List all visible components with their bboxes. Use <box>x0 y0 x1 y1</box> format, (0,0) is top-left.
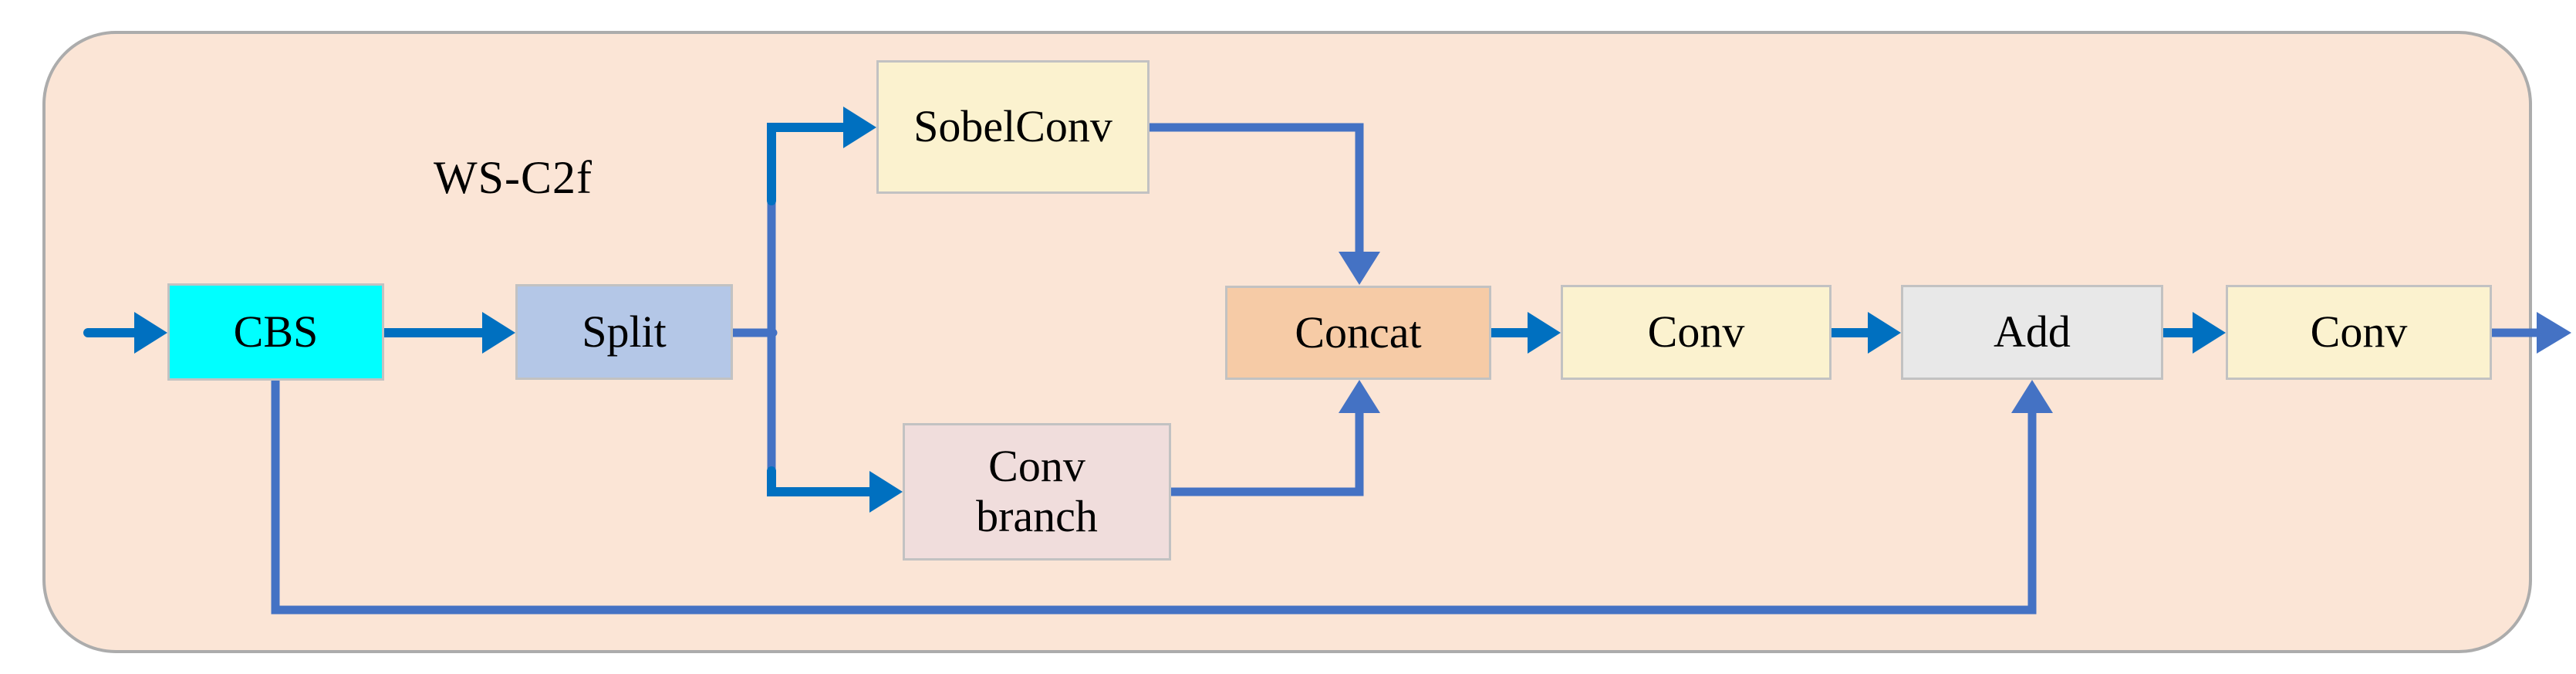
node-add: Add <box>1901 285 2163 380</box>
node-cbs: CBS <box>167 283 384 381</box>
node-concat: Concat <box>1225 286 1491 380</box>
node-conv-2: Conv <box>2226 285 2492 380</box>
node-conv-1: Conv <box>1561 285 1832 380</box>
node-split: Split <box>515 284 733 380</box>
node-sobelconv: SobelConv <box>876 60 1150 194</box>
node-conv-branch: Conv branch <box>903 423 1171 561</box>
diagram-title: WS-C2f <box>434 152 593 203</box>
